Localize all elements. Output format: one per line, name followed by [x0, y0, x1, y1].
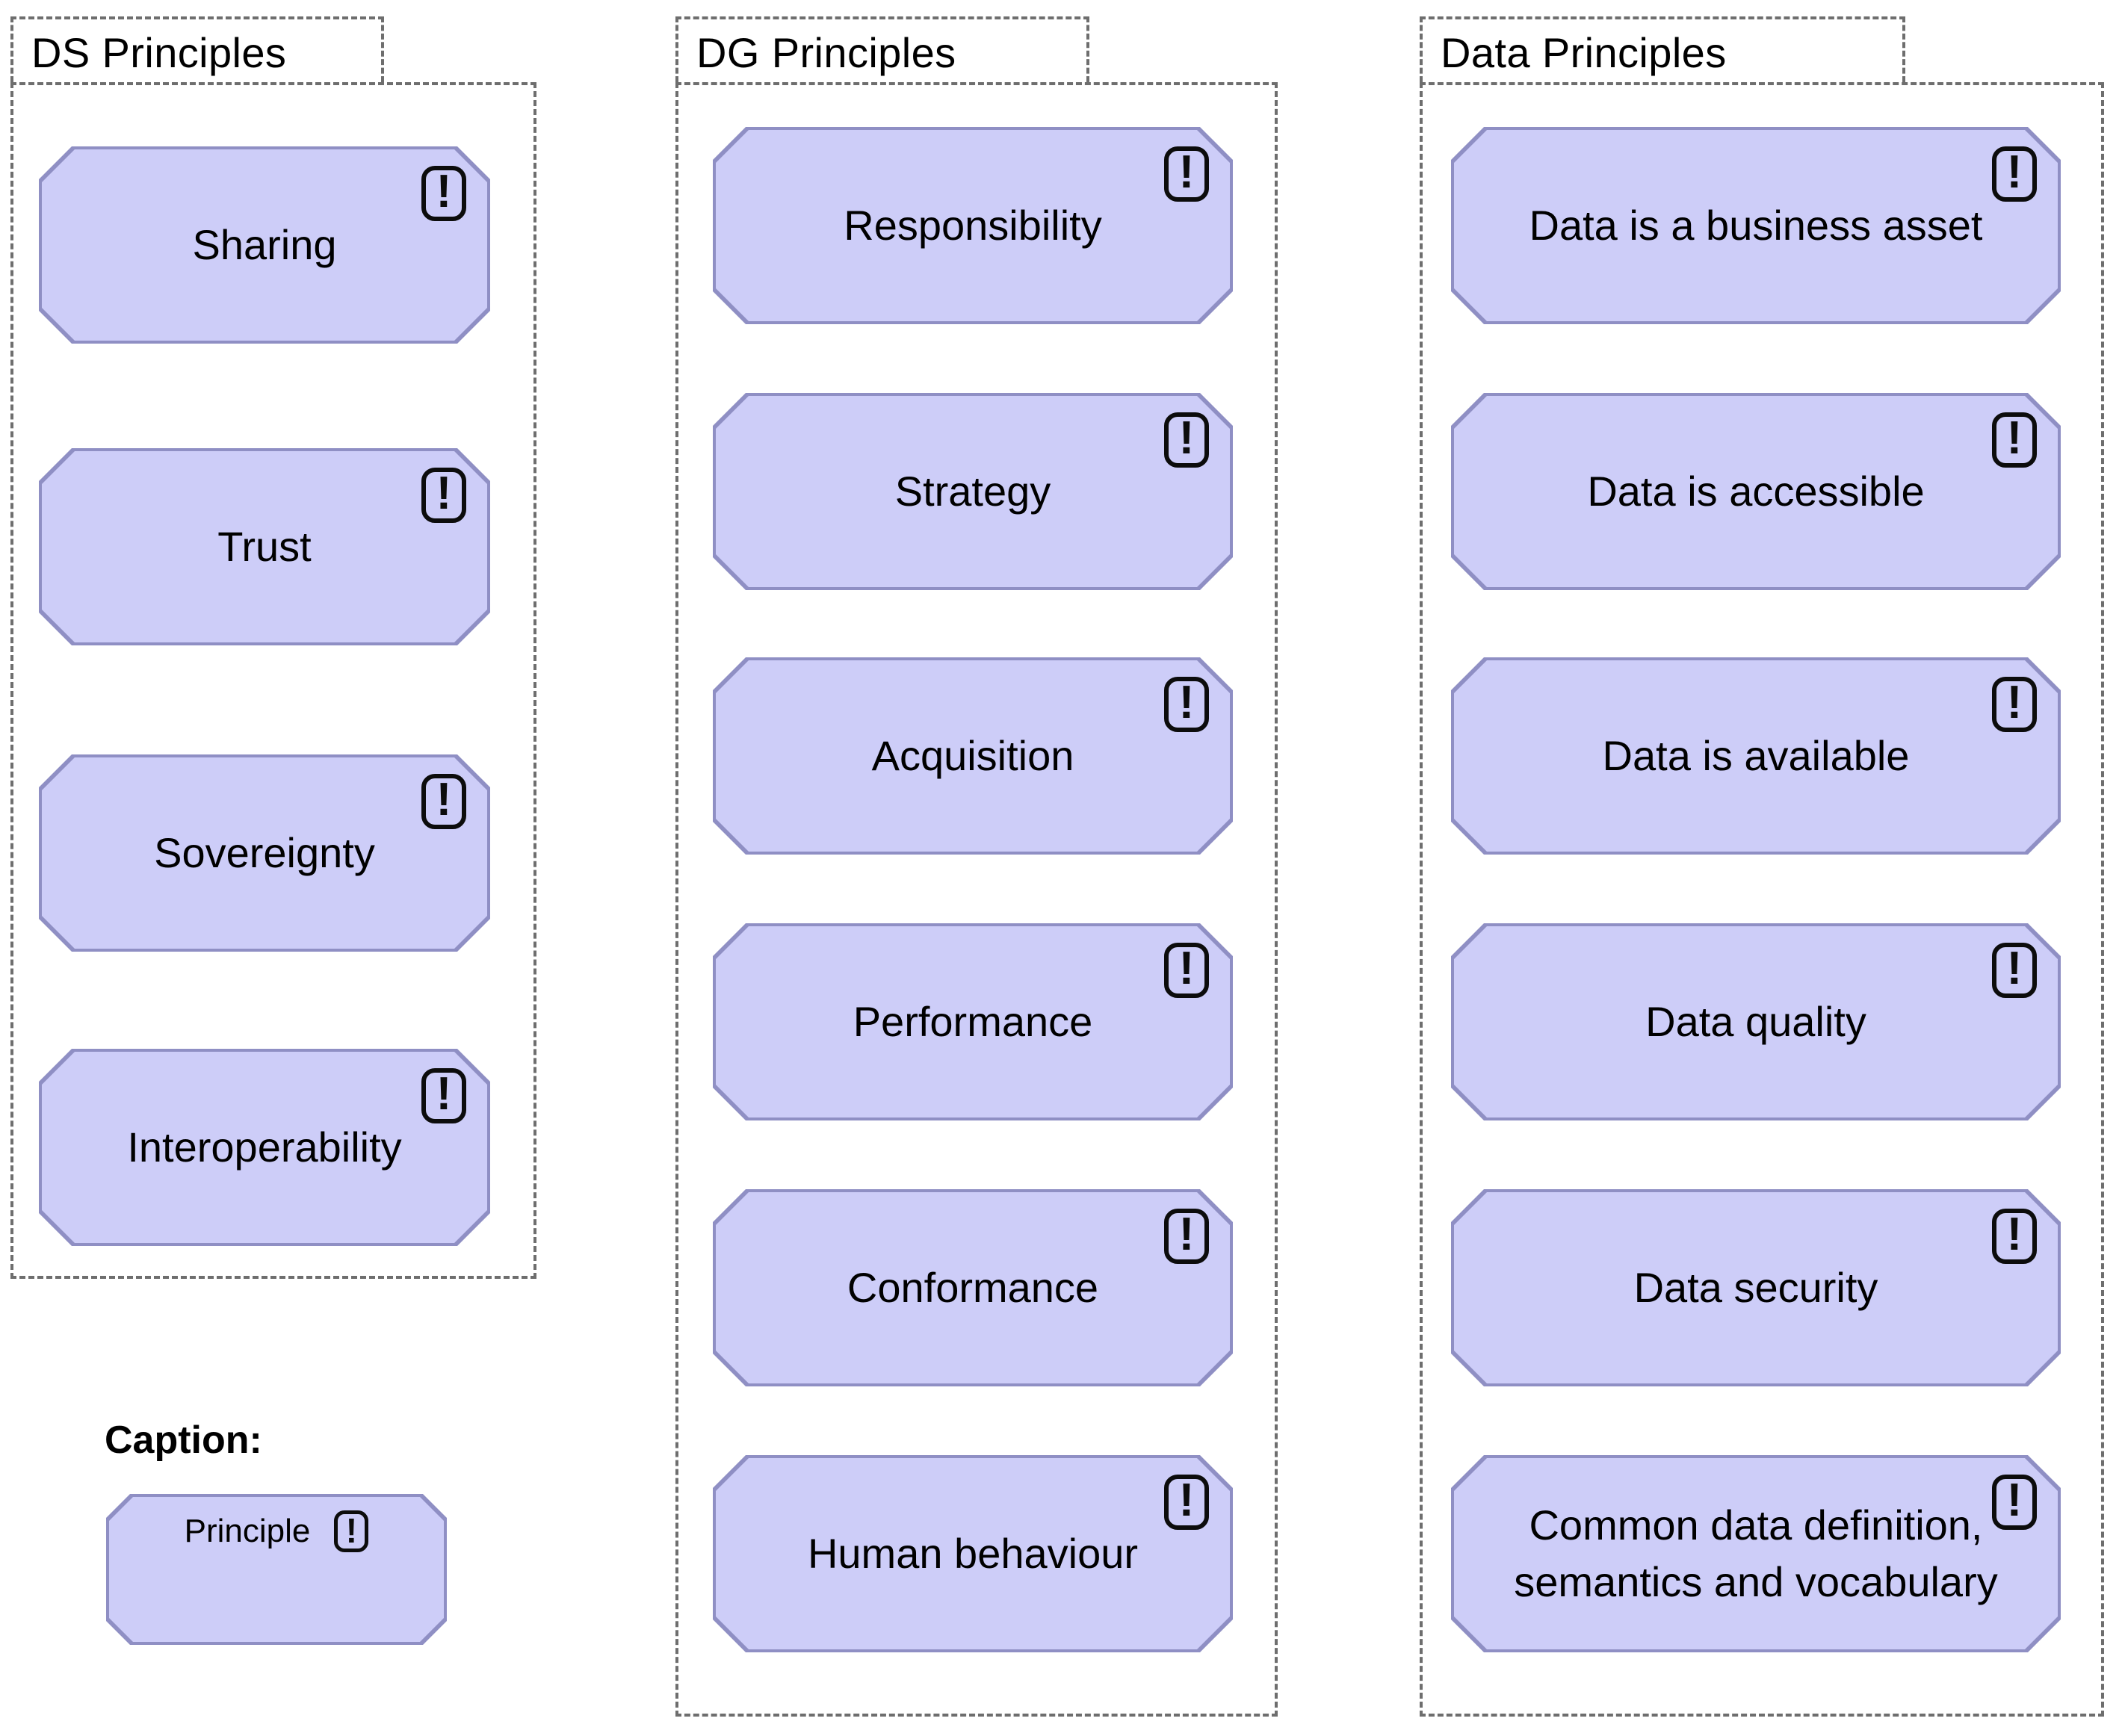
principle-exclamation-icon: !: [1164, 146, 1209, 202]
caption-row: Principle !: [106, 1510, 447, 1552]
principle-label: Interoperability: [127, 1123, 402, 1171]
principle-label: Performance: [853, 998, 1093, 1046]
group-dg-body: [675, 82, 1278, 1717]
principle-exclamation-icon: !: [1992, 677, 2037, 732]
principle-label: Responsibility: [844, 202, 1102, 249]
group-ds-tab: DS Principles: [10, 16, 384, 82]
principle-exclamation-icon: !: [421, 774, 466, 829]
caption-heading: Caption:: [105, 1419, 262, 1462]
principle-label: Common data definition, semantics and vo…: [1514, 1501, 1998, 1605]
principle-exclamation-icon: !: [1992, 1209, 2037, 1264]
group-title: DG Principles: [696, 28, 956, 76]
principle-exclamation-icon: !: [421, 166, 466, 221]
group-dg-tab: DG Principles: [675, 16, 1089, 82]
group-title: DS Principles: [31, 28, 287, 76]
principle-exclamation-icon: !: [1164, 1475, 1209, 1530]
principle-strategy[interactable]: Strategy !: [713, 393, 1233, 590]
principle-exclamation-icon: !: [1992, 412, 2037, 468]
principle-exclamation-icon: !: [421, 468, 466, 523]
group-data-tab: Data Principles: [1420, 16, 1905, 82]
principle-data-is-a-business-asset[interactable]: Data is a business asset !: [1451, 127, 2061, 324]
principle-label: Data is available: [1602, 732, 1910, 780]
principle-label: Strategy: [894, 468, 1051, 515]
principle-label: Conformance: [847, 1264, 1099, 1312]
caption-principle-label: Principle: [184, 1513, 311, 1549]
principle-exclamation-icon: !: [1992, 943, 2037, 998]
group-dg-principles[interactable]: DG Principles Responsibility ! Strategy …: [675, 16, 1278, 1717]
principle-label: Data is accessible: [1587, 468, 1925, 515]
group-ds-body: [10, 82, 536, 1279]
principle-data-is-available[interactable]: Data is available !: [1451, 657, 2061, 855]
principle-label: Acquisition: [871, 732, 1074, 780]
principle-conformance[interactable]: Conformance !: [713, 1189, 1233, 1386]
principle-responsibility[interactable]: Responsibility !: [713, 127, 1233, 324]
principle-label: Trust: [217, 523, 312, 571]
principle-trust[interactable]: Trust !: [39, 448, 490, 645]
group-ds-principles[interactable]: DS Principles Sharing ! Trust ! Sovereig…: [10, 16, 536, 1279]
principle-label: Human behaviour: [807, 1530, 1139, 1578]
caption-principle-shape: Principle !: [106, 1494, 447, 1645]
group-data-principles[interactable]: Data Principles Data is a business asset…: [1420, 16, 2104, 1717]
principle-data-quality[interactable]: Data quality !: [1451, 923, 2061, 1120]
principle-label: Data quality: [1645, 998, 1866, 1046]
principle-exclamation-icon: !: [1992, 1475, 2037, 1530]
principle-data-is-accessible[interactable]: Data is accessible !: [1451, 393, 2061, 590]
principle-common-data-definition[interactable]: Common data definition, semantics and vo…: [1451, 1455, 2061, 1652]
principle-acquisition[interactable]: Acquisition !: [713, 657, 1233, 855]
principle-label: Sovereignty: [154, 829, 375, 877]
principle-sovereignty[interactable]: Sovereignty !: [39, 754, 490, 952]
principle-exclamation-icon: !: [1164, 943, 1209, 998]
principle-label: Data is a business asset: [1529, 202, 1983, 249]
principle-exclamation-icon: !: [1992, 146, 2037, 202]
principle-label: Sharing: [192, 221, 337, 269]
group-data-body: [1420, 82, 2104, 1717]
principle-interoperability[interactable]: Interoperability !: [39, 1049, 490, 1246]
principle-human-behaviour[interactable]: Human behaviour !: [713, 1455, 1233, 1652]
principle-label: Data security: [1633, 1264, 1878, 1312]
principle-exclamation-icon: !: [334, 1510, 368, 1552]
group-title: Data Principles: [1441, 28, 1727, 76]
principle-exclamation-icon: !: [421, 1068, 466, 1123]
principle-exclamation-icon: !: [1164, 1209, 1209, 1264]
principle-performance[interactable]: Performance !: [713, 923, 1233, 1120]
principle-sharing[interactable]: Sharing !: [39, 146, 490, 344]
principle-data-security[interactable]: Data security !: [1451, 1189, 2061, 1386]
principle-exclamation-icon: !: [1164, 677, 1209, 732]
principle-exclamation-icon: !: [1164, 412, 1209, 468]
